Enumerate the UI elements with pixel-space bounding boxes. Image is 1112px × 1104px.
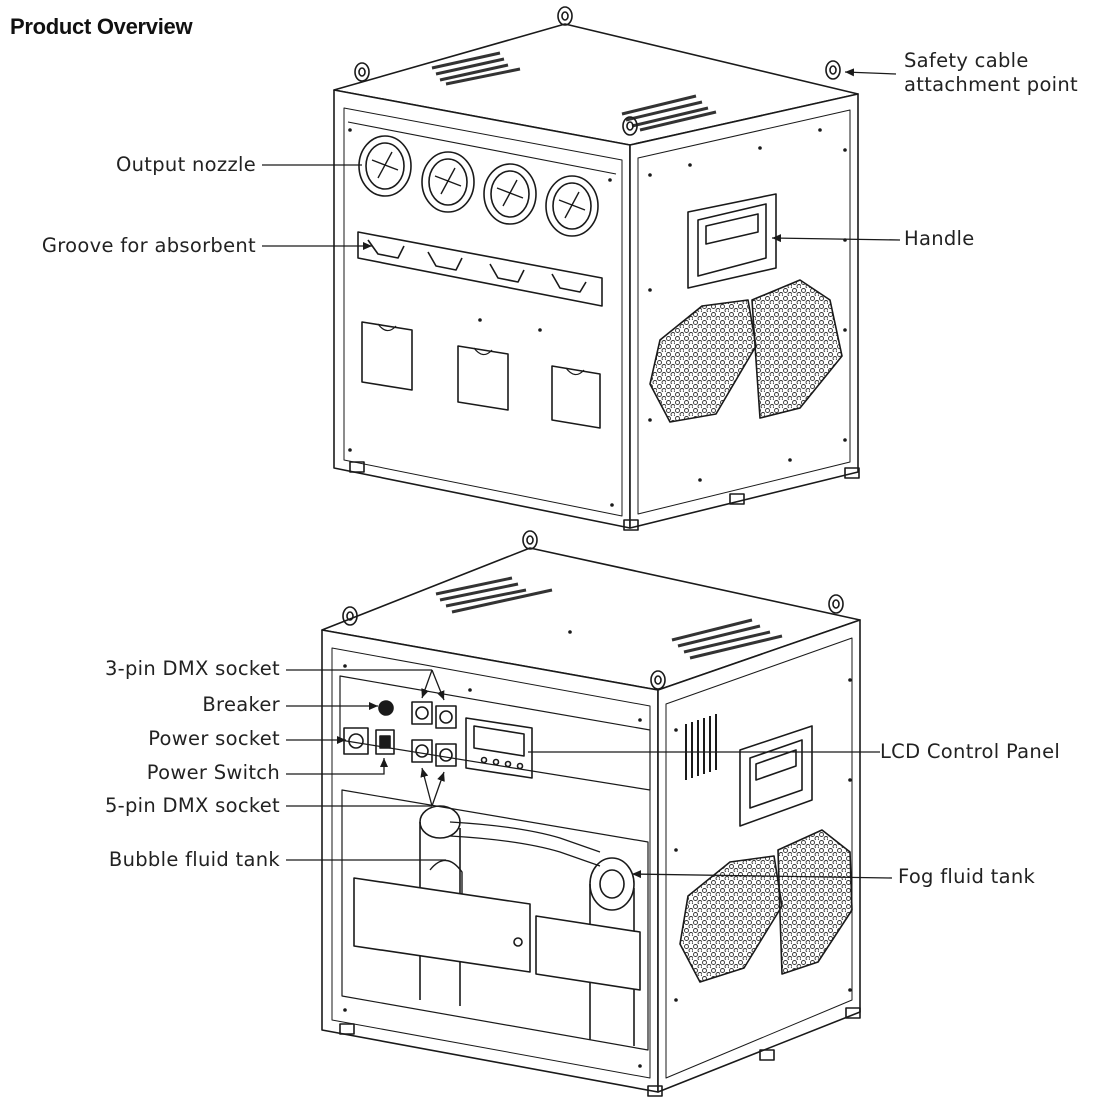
lcd-control-panel xyxy=(466,718,532,778)
front-panel xyxy=(334,90,630,528)
screws xyxy=(348,128,847,507)
tank-compartment xyxy=(342,790,648,1050)
leader-handle xyxy=(771,234,901,243)
side-handle xyxy=(688,194,776,288)
label-breaker: Breaker xyxy=(202,693,280,716)
label-groove-for-absorbent: Groove for absorbent xyxy=(41,234,256,257)
leader-fog-tank xyxy=(631,870,893,879)
dmx-sockets xyxy=(412,702,456,766)
feet xyxy=(350,462,859,530)
breaker-knob xyxy=(379,701,393,715)
label-safety-cable-line1: Safety cable xyxy=(904,49,1029,72)
leader-safety-cable xyxy=(844,68,897,77)
label-power-switch: Power Switch xyxy=(146,761,280,784)
output-nozzles xyxy=(359,136,598,236)
safety-cable-eyebolts xyxy=(355,7,840,135)
label-handle: Handle xyxy=(904,227,975,250)
leader-power-switch xyxy=(286,758,388,775)
device-front-view xyxy=(334,7,859,530)
feet-rear xyxy=(340,1008,860,1096)
label-fog-fluid-tank: Fog fluid tank xyxy=(898,865,1036,888)
label-lcd-control-panel: LCD Control Panel xyxy=(880,740,1061,763)
front-access-panels xyxy=(362,322,600,428)
label-safety-cable-line2: attachment point xyxy=(904,73,1078,96)
side-handle-rear xyxy=(740,726,812,826)
label-output-nozzle: Output nozzle xyxy=(115,153,256,176)
power-switch xyxy=(376,730,394,754)
device-rear-view xyxy=(322,531,860,1096)
label-bubble-fluid-tank: Bubble fluid tank xyxy=(108,848,280,871)
rear-eyebolts xyxy=(343,531,843,689)
leader-lines xyxy=(262,68,901,879)
label-5pin-dmx-socket: 5-pin DMX socket xyxy=(104,794,280,817)
top-vent-rear xyxy=(436,578,782,658)
label-3pin-dmx-socket: 3-pin DMX socket xyxy=(104,657,280,680)
screws-rear xyxy=(343,630,852,1068)
label-power-socket: Power socket xyxy=(148,727,280,750)
side-vent-grilles-rear xyxy=(680,830,852,982)
top-vent xyxy=(432,53,716,130)
absorbent-groove xyxy=(358,232,602,306)
side-vent-grilles xyxy=(650,280,842,422)
page-title: Product Overview xyxy=(10,14,193,39)
connector-panel xyxy=(340,676,650,790)
